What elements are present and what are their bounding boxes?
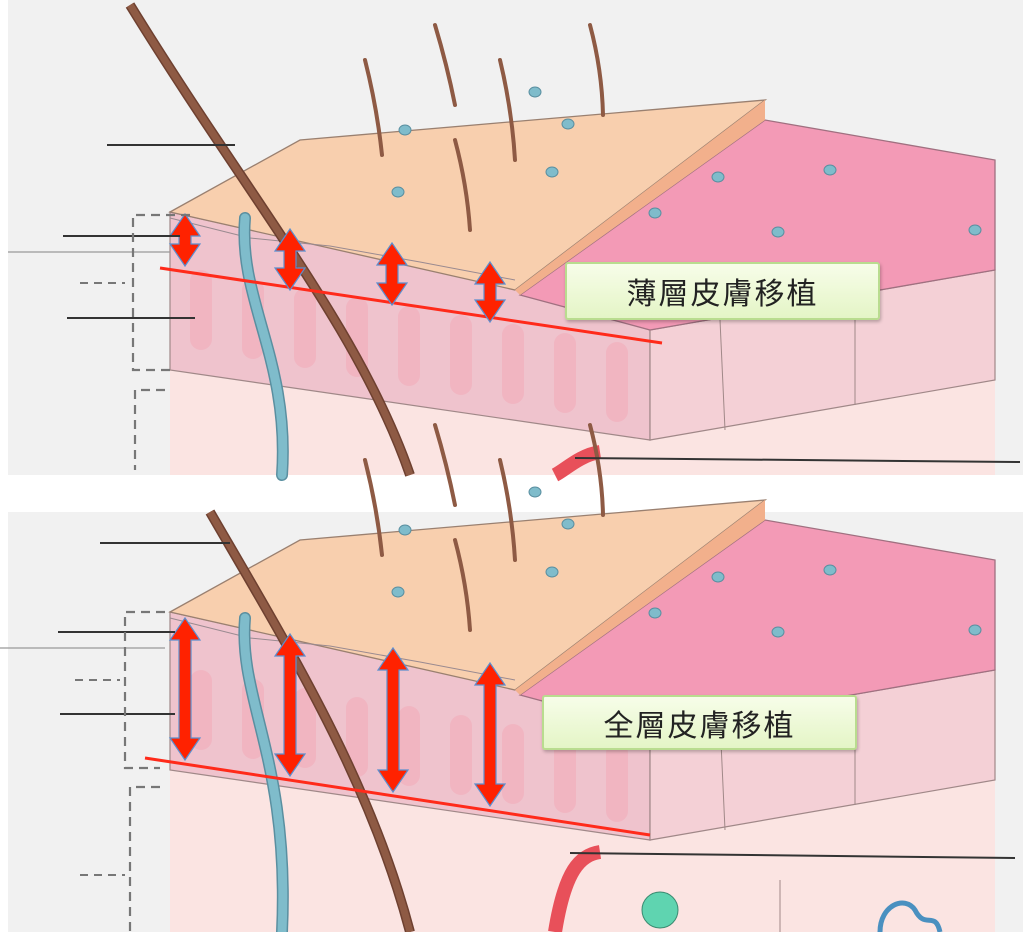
dermal-papilla [554,333,576,413]
dermal-papilla [398,706,420,786]
dermal-papilla [190,270,212,350]
sweat-gland [641,891,679,929]
epidermis-boundary [169,217,516,281]
hair-stub [453,538,472,632]
pore [771,626,785,638]
subcutaneous-layer [170,760,995,932]
double-arrow-icon [473,260,507,324]
pore [711,571,725,583]
hair-stub [498,58,517,162]
subcutaneous-layer [170,360,995,475]
pore [528,486,542,498]
double-arrow-icon [168,616,202,762]
dermal-papilla [294,288,316,368]
hair-stub [363,458,384,557]
pore [823,564,837,576]
leader-lines [0,144,1021,932]
hair-stub [363,58,384,157]
pore [823,164,837,176]
layer-bracket [128,785,160,932]
double-arrow-icon [273,227,307,292]
pore [398,524,412,536]
dermal-papilla [502,324,524,404]
pore [391,586,405,598]
blood-vessel [239,213,288,480]
hair-stub [433,423,457,507]
vessel-loop [877,900,943,932]
layer-bracket [123,610,165,770]
dermal-papilla [190,670,212,750]
pore [528,86,542,98]
leader-line [569,852,1016,859]
tissue-edge [719,319,726,431]
hair-stub [433,23,457,107]
full-thickness-panel [8,423,1023,932]
pore [711,171,725,183]
layer-bracket [131,213,190,372]
dermal-papilla [606,742,628,822]
hair-stub [588,423,605,517]
dermal-papilla [294,688,316,768]
graft-depth-cut-line [159,266,663,345]
pore [398,124,412,136]
epidermis-cut-edge [515,500,765,695]
graft-depth-cut-line [144,756,651,837]
pore [648,607,662,619]
dermal-papilla [450,715,472,795]
label-full-thickness-graft: 全層皮膚移植 [542,695,857,750]
blood-vessel [239,613,288,932]
double-arrow-icon [375,241,409,307]
pore [771,226,785,238]
double-arrow-icon [376,646,410,794]
hair-stub [588,23,605,117]
pore [968,224,982,236]
hair-shaft [206,510,414,932]
pore [545,166,559,178]
epidermis-cut-edge [515,100,765,295]
pore [561,118,575,130]
label-split-thickness-graft: 薄層皮膚移植 [565,262,880,320]
double-arrow-icon [273,632,307,778]
layer-bracket [133,388,165,470]
dermal-papilla [450,315,472,395]
double-arrow-icon [473,661,507,808]
dermal-papilla [398,306,420,386]
dermal-papilla [606,342,628,422]
pore [968,624,982,636]
dermal-papilla [554,733,576,813]
pore [561,518,575,530]
pore [648,207,662,219]
pore [391,186,405,198]
epidermis-boundary [169,617,516,681]
dermal-papilla [502,724,524,804]
dermal-papilla [346,697,368,777]
pore [545,566,559,578]
split-thickness-panel [8,0,1023,482]
leader-line [574,457,1021,463]
hair-stub [498,458,517,562]
hair-stub [453,138,472,232]
